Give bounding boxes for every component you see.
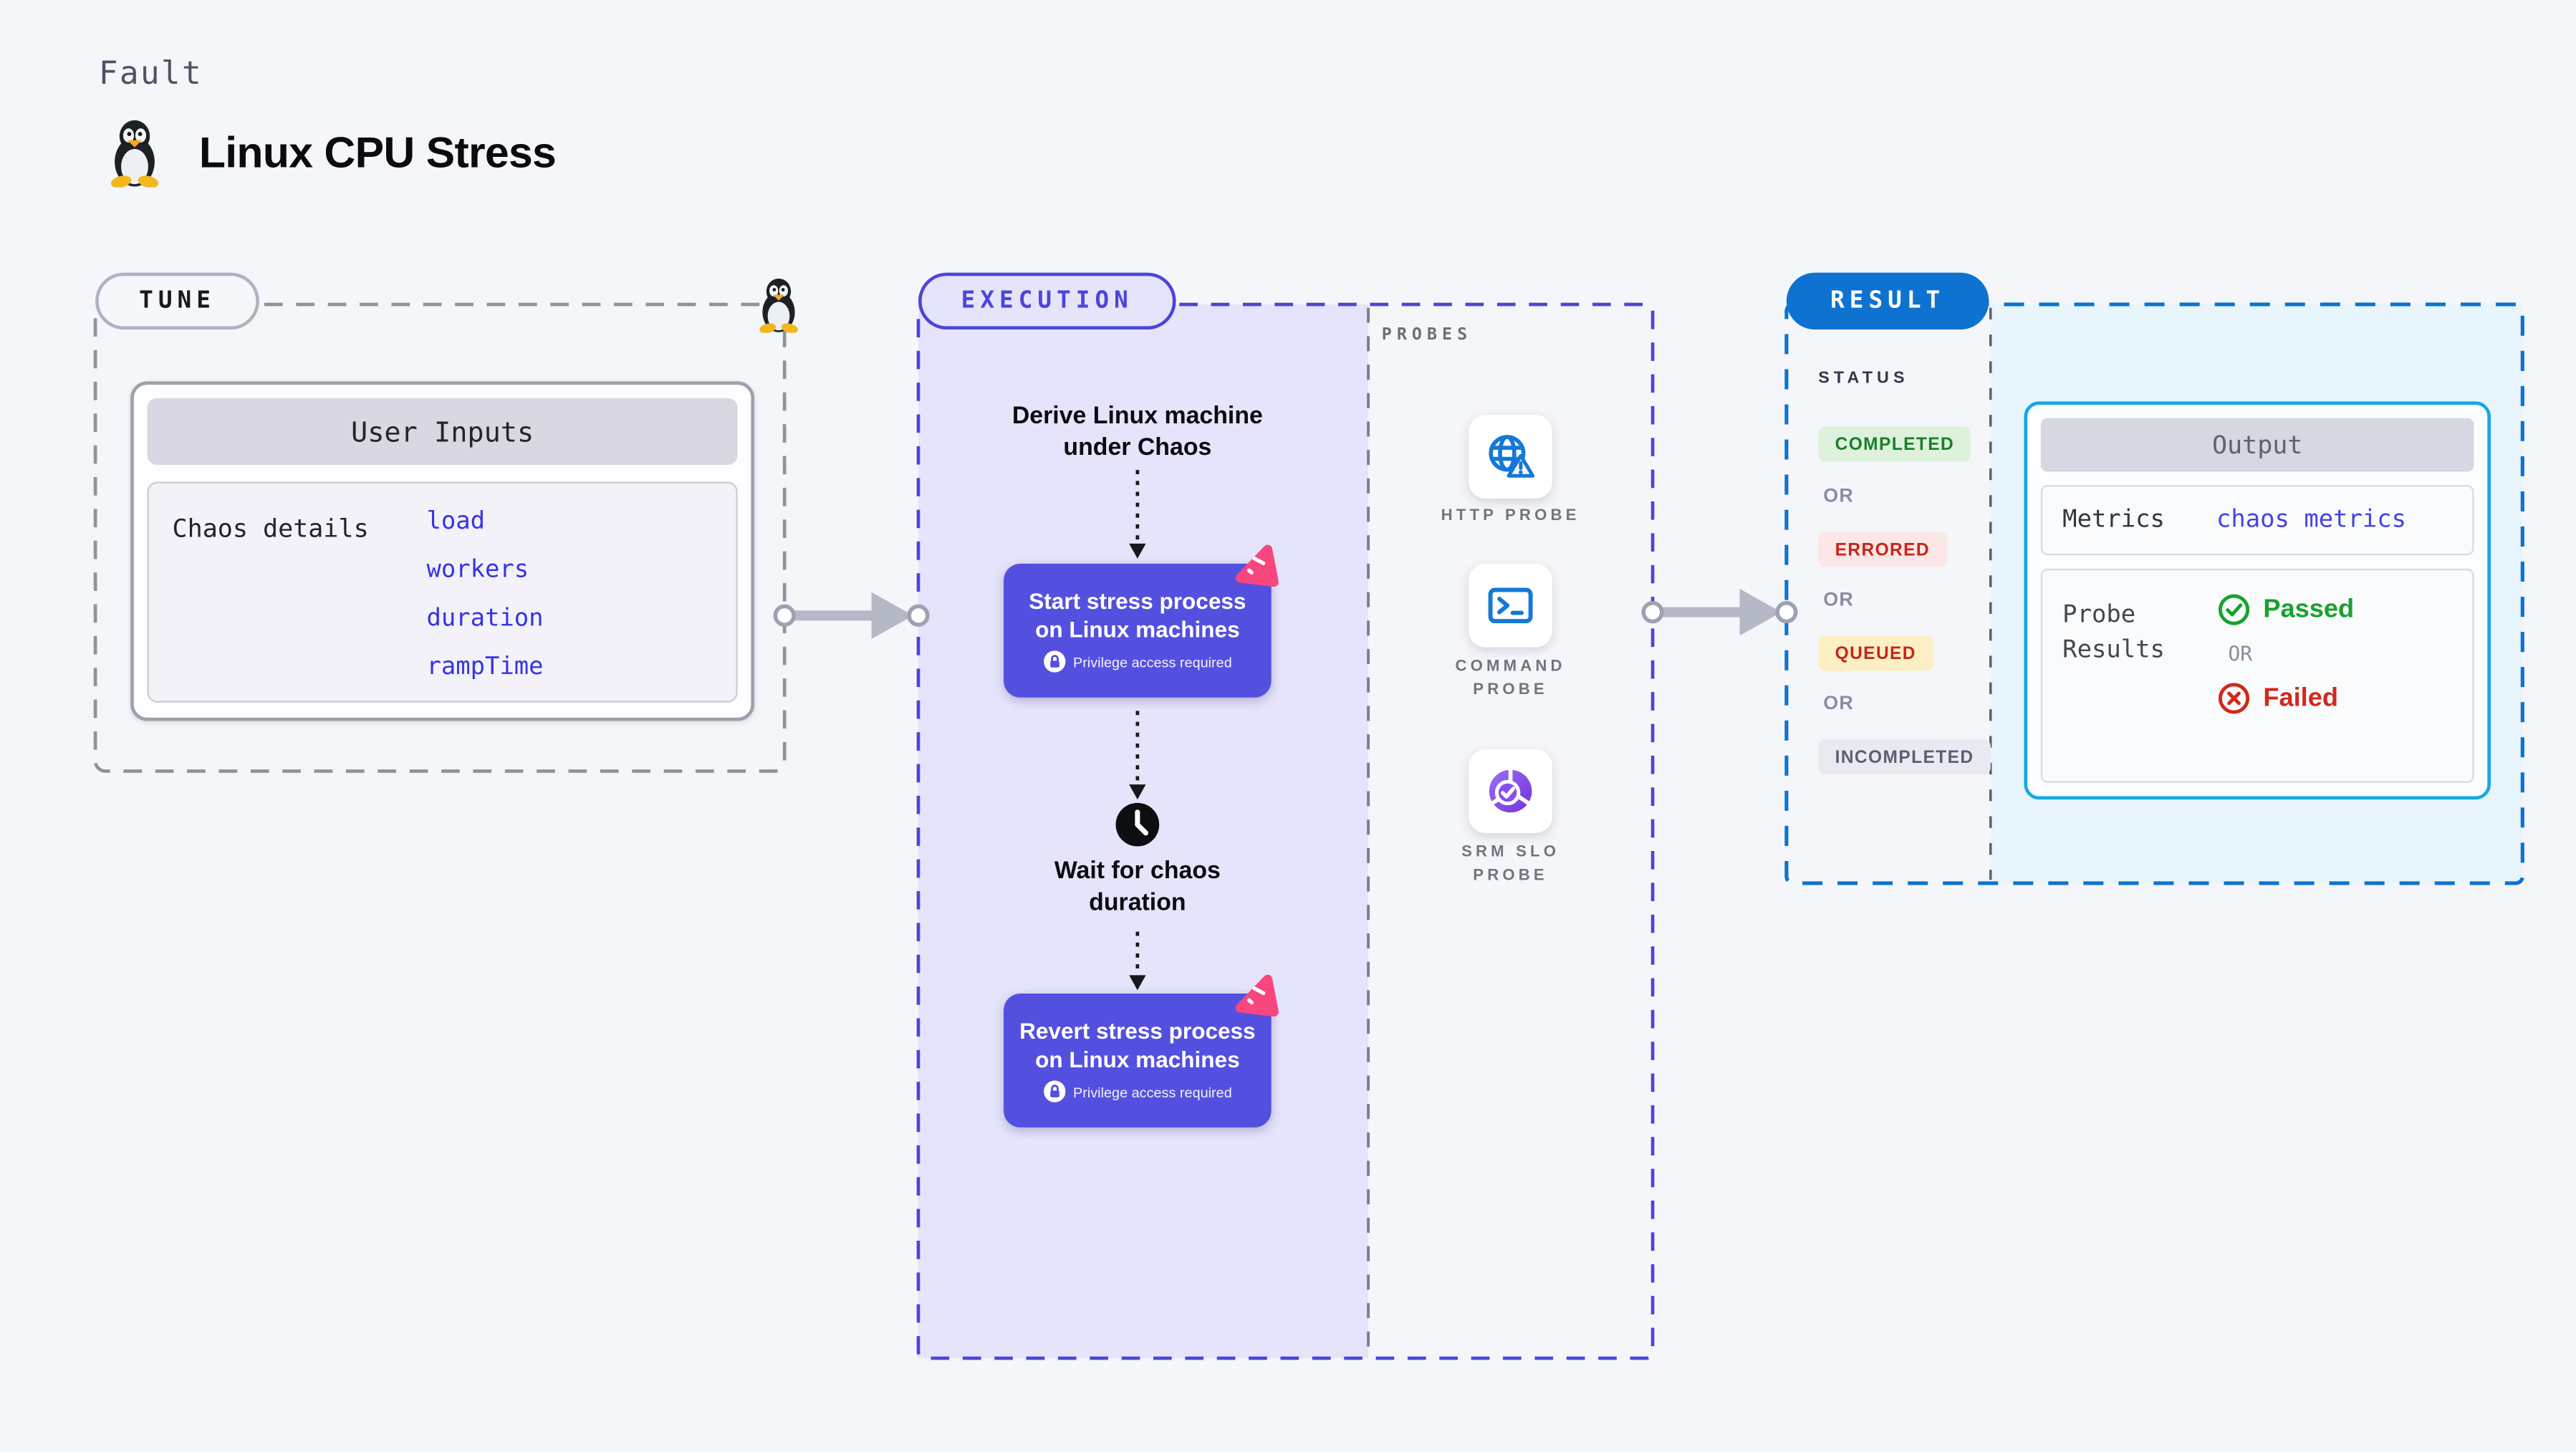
tune-dashed-border <box>93 302 787 773</box>
chaos-logo-icon <box>1231 543 1280 592</box>
privilege-badge-label: Privilege access required <box>1073 1082 1232 1100</box>
output-header: Output <box>2040 418 2474 472</box>
failed-item: Failed <box>2216 681 2354 716</box>
passed-item: Passed <box>2216 592 2354 628</box>
tune-section-pill: TUNE <box>95 272 259 330</box>
chaos-metrics-link[interactable]: chaos metrics <box>2216 506 2407 534</box>
linux-tux-small-icon <box>758 278 799 333</box>
terminal-icon <box>1488 587 1533 624</box>
revert-stress-node: Revert stress process on Linux machines … <box>1004 994 1272 1128</box>
or-separator: OR <box>1823 590 1854 611</box>
lock-icon <box>1042 650 1065 673</box>
step-derive-machine: Derive Linux machine under Chaos <box>1011 403 1263 462</box>
input-link-workers[interactable]: workers <box>426 557 529 584</box>
or-separator: OR <box>1823 486 1854 507</box>
revert-stress-title: Revert stress process on Linux machines <box>1019 1019 1256 1072</box>
command-probe-card <box>1469 563 1552 648</box>
status-badge-completed: COMPLETED <box>1818 426 1971 462</box>
or-separator: OR <box>1823 694 1854 715</box>
chaos-logo-icon <box>1231 973 1280 1022</box>
or-separator: OR <box>2228 642 2253 666</box>
privilege-badge-label: Privilege access required <box>1073 653 1232 670</box>
http-probe-card <box>1469 415 1552 499</box>
metrics-row: Metrics chaos metrics <box>2040 485 2474 556</box>
output-card: Output Metrics chaos metrics Probe Resul… <box>2024 401 2491 800</box>
metrics-label: Metrics <box>2062 506 2165 534</box>
status-badge-errored: ERRORED <box>1818 532 1947 567</box>
execution-section-pill: EXECUTION <box>918 272 1176 330</box>
step-wait-duration: Wait for chaos duration <box>1054 857 1221 917</box>
probe-results-label: Probe Results <box>2062 602 2165 665</box>
check-circle-icon <box>2218 594 2250 625</box>
flow-arrows <box>1129 470 1146 991</box>
result-section-pill: RESULT <box>1786 272 1989 330</box>
globe-alert-icon <box>1489 435 1535 478</box>
fault-kicker: Fault <box>98 55 203 92</box>
execution-dashed-border <box>916 302 1655 1360</box>
chaos-input-links: load workers duration rampTime <box>426 499 543 693</box>
lock-icon <box>1042 1080 1065 1102</box>
status-heading: STATUS <box>1818 370 1909 388</box>
probe-results-row: Probe Results Passed OR Faile <box>2040 568 2474 783</box>
http-probe-label: HTTP PROBE <box>1441 506 1580 526</box>
probe-results-values: Passed OR Failed <box>2216 592 2354 716</box>
input-link-load[interactable]: load <box>426 508 485 536</box>
status-badge-queued: QUEUED <box>1818 635 1933 671</box>
execution-to-result-connector <box>1641 588 1798 636</box>
page-title: Linux CPU Stress <box>198 127 557 178</box>
input-link-ramptime[interactable]: rampTime <box>426 654 544 681</box>
user-inputs-card: User Inputs Chaos details load workers d… <box>130 381 755 721</box>
probes-heading: PROBES <box>1381 326 1473 345</box>
tune-to-execution-connector <box>773 592 930 640</box>
srm-slo-probe-card <box>1469 749 1552 833</box>
chaos-details-label: Chaos details <box>172 513 369 544</box>
x-circle-icon <box>2218 683 2250 714</box>
status-badge-incompleted: INCOMPLETED <box>1818 739 1991 775</box>
privilege-badge: Privilege access required <box>1042 1080 1232 1102</box>
privilege-badge: Privilege access required <box>1042 650 1232 673</box>
slo-donut-icon <box>1489 768 1532 813</box>
failed-label: Failed <box>2263 683 2338 712</box>
user-inputs-header: User Inputs <box>147 398 738 466</box>
passed-label: Passed <box>2263 595 2355 623</box>
user-inputs-body: Chaos details load workers duration ramp… <box>147 481 738 703</box>
input-link-duration[interactable]: duration <box>426 605 544 633</box>
result-dashed-border <box>1784 302 2524 885</box>
start-stress-node: Start stress process on Linux machines P… <box>1004 563 1272 698</box>
start-stress-title: Start stress process on Linux machines <box>1029 588 1246 642</box>
command-probe-label: COMMAND PROBE <box>1455 657 1566 700</box>
srm-slo-probe-label: SRM SLO PROBE <box>1461 842 1560 885</box>
wait-clock-icon <box>1115 802 1160 847</box>
